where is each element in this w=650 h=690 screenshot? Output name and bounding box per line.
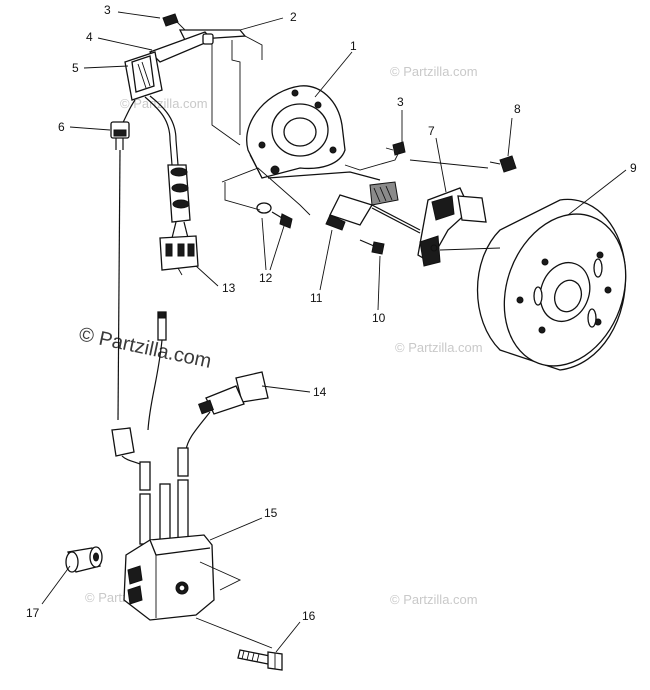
callout-10: 10 bbox=[372, 311, 386, 325]
callout-3-top: 3 bbox=[104, 3, 111, 17]
callout-16: 16 bbox=[302, 609, 316, 623]
assembly-lines bbox=[221, 149, 501, 251]
callout-4: 4 bbox=[86, 30, 93, 44]
callout-12: 12 bbox=[259, 271, 273, 285]
pulser-coil bbox=[417, 187, 487, 267]
callout-11: 11 bbox=[310, 291, 323, 305]
callout-15: 15 bbox=[264, 506, 278, 520]
leader-lines bbox=[41, 11, 627, 653]
callout-8: 8 bbox=[514, 102, 521, 116]
watermark: © Partzilla.com bbox=[120, 96, 208, 111]
callout-7: 7 bbox=[428, 124, 435, 138]
callout-9: 9 bbox=[630, 161, 637, 175]
screw-10 bbox=[359, 239, 385, 255]
rubber-bushing-17 bbox=[65, 546, 103, 573]
screw-3-right bbox=[385, 141, 406, 156]
callout-1: 1 bbox=[350, 39, 357, 53]
stator-plate bbox=[246, 85, 421, 234]
callout-2: 2 bbox=[290, 10, 297, 24]
watermark: © Partzilla.com bbox=[390, 64, 478, 79]
callout-3-right: 3 bbox=[397, 95, 404, 109]
callout-14: 14 bbox=[313, 385, 327, 399]
callout-6: 6 bbox=[58, 120, 65, 134]
watermark: © Partzilla.com bbox=[390, 592, 478, 607]
screw-12 bbox=[256, 202, 293, 229]
bolt-16 bbox=[237, 649, 283, 671]
flywheel bbox=[476, 198, 627, 371]
watermark-main: © Partzilla.com bbox=[77, 323, 213, 373]
wire-harness-13 bbox=[159, 164, 199, 276]
callout-13: 13 bbox=[222, 281, 236, 295]
watermark: © Partzilla.com bbox=[395, 340, 483, 355]
ignition-coil-bracket bbox=[119, 13, 263, 166]
callout-17: 17 bbox=[26, 606, 40, 620]
callout-labels: 3 2 4 1 5 3 8 6 7 9 12 13 11 10 14 15 17… bbox=[26, 3, 637, 623]
screw-8 bbox=[489, 155, 517, 173]
wire-connector bbox=[110, 121, 130, 421]
callout-5: 5 bbox=[72, 61, 79, 75]
ignition-coil-15 bbox=[123, 447, 273, 649]
